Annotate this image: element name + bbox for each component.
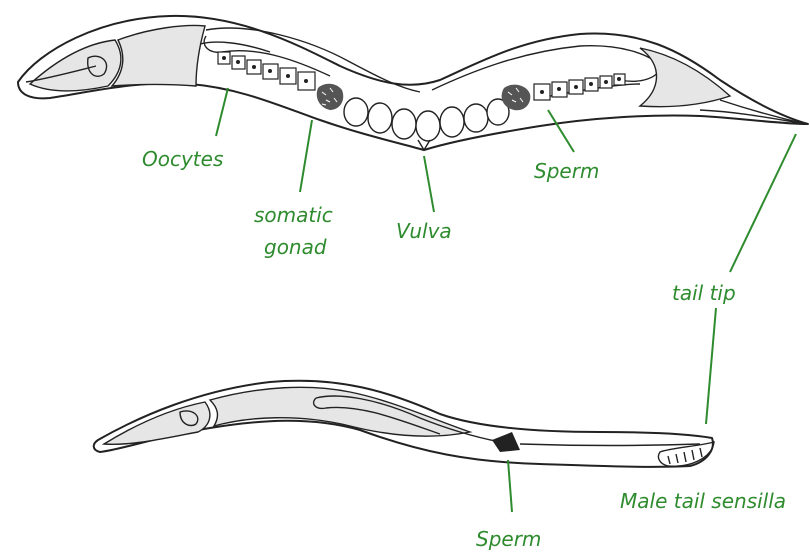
label-tail-tip: tail tip <box>672 281 736 305</box>
label-gonad: gonad <box>264 235 327 259</box>
male-worm <box>94 381 714 467</box>
label-sperm-bottom: Sperm <box>476 527 541 551</box>
sperm-bottom-leader <box>508 460 512 512</box>
vulva-leader <box>424 156 434 212</box>
male-pharynx <box>104 402 210 444</box>
label-male-tail-sensilla: Male tail sensilla <box>620 489 786 513</box>
hermaphrodite-worm <box>18 16 808 150</box>
tail-tip-leader-top <box>730 134 796 272</box>
tail-tip-leader-bottom <box>706 308 716 424</box>
label-oocytes: Oocytes <box>142 147 223 171</box>
label-vulva: Vulva <box>396 219 452 243</box>
oocytes-leader <box>216 88 228 136</box>
somatic-gonad-leader <box>300 120 312 192</box>
label-sperm-top: Sperm <box>534 159 599 183</box>
label-somatic: somatic <box>254 203 333 227</box>
labels: Oocytes somatic gonad Vulva Sperm tail t… <box>142 147 786 551</box>
